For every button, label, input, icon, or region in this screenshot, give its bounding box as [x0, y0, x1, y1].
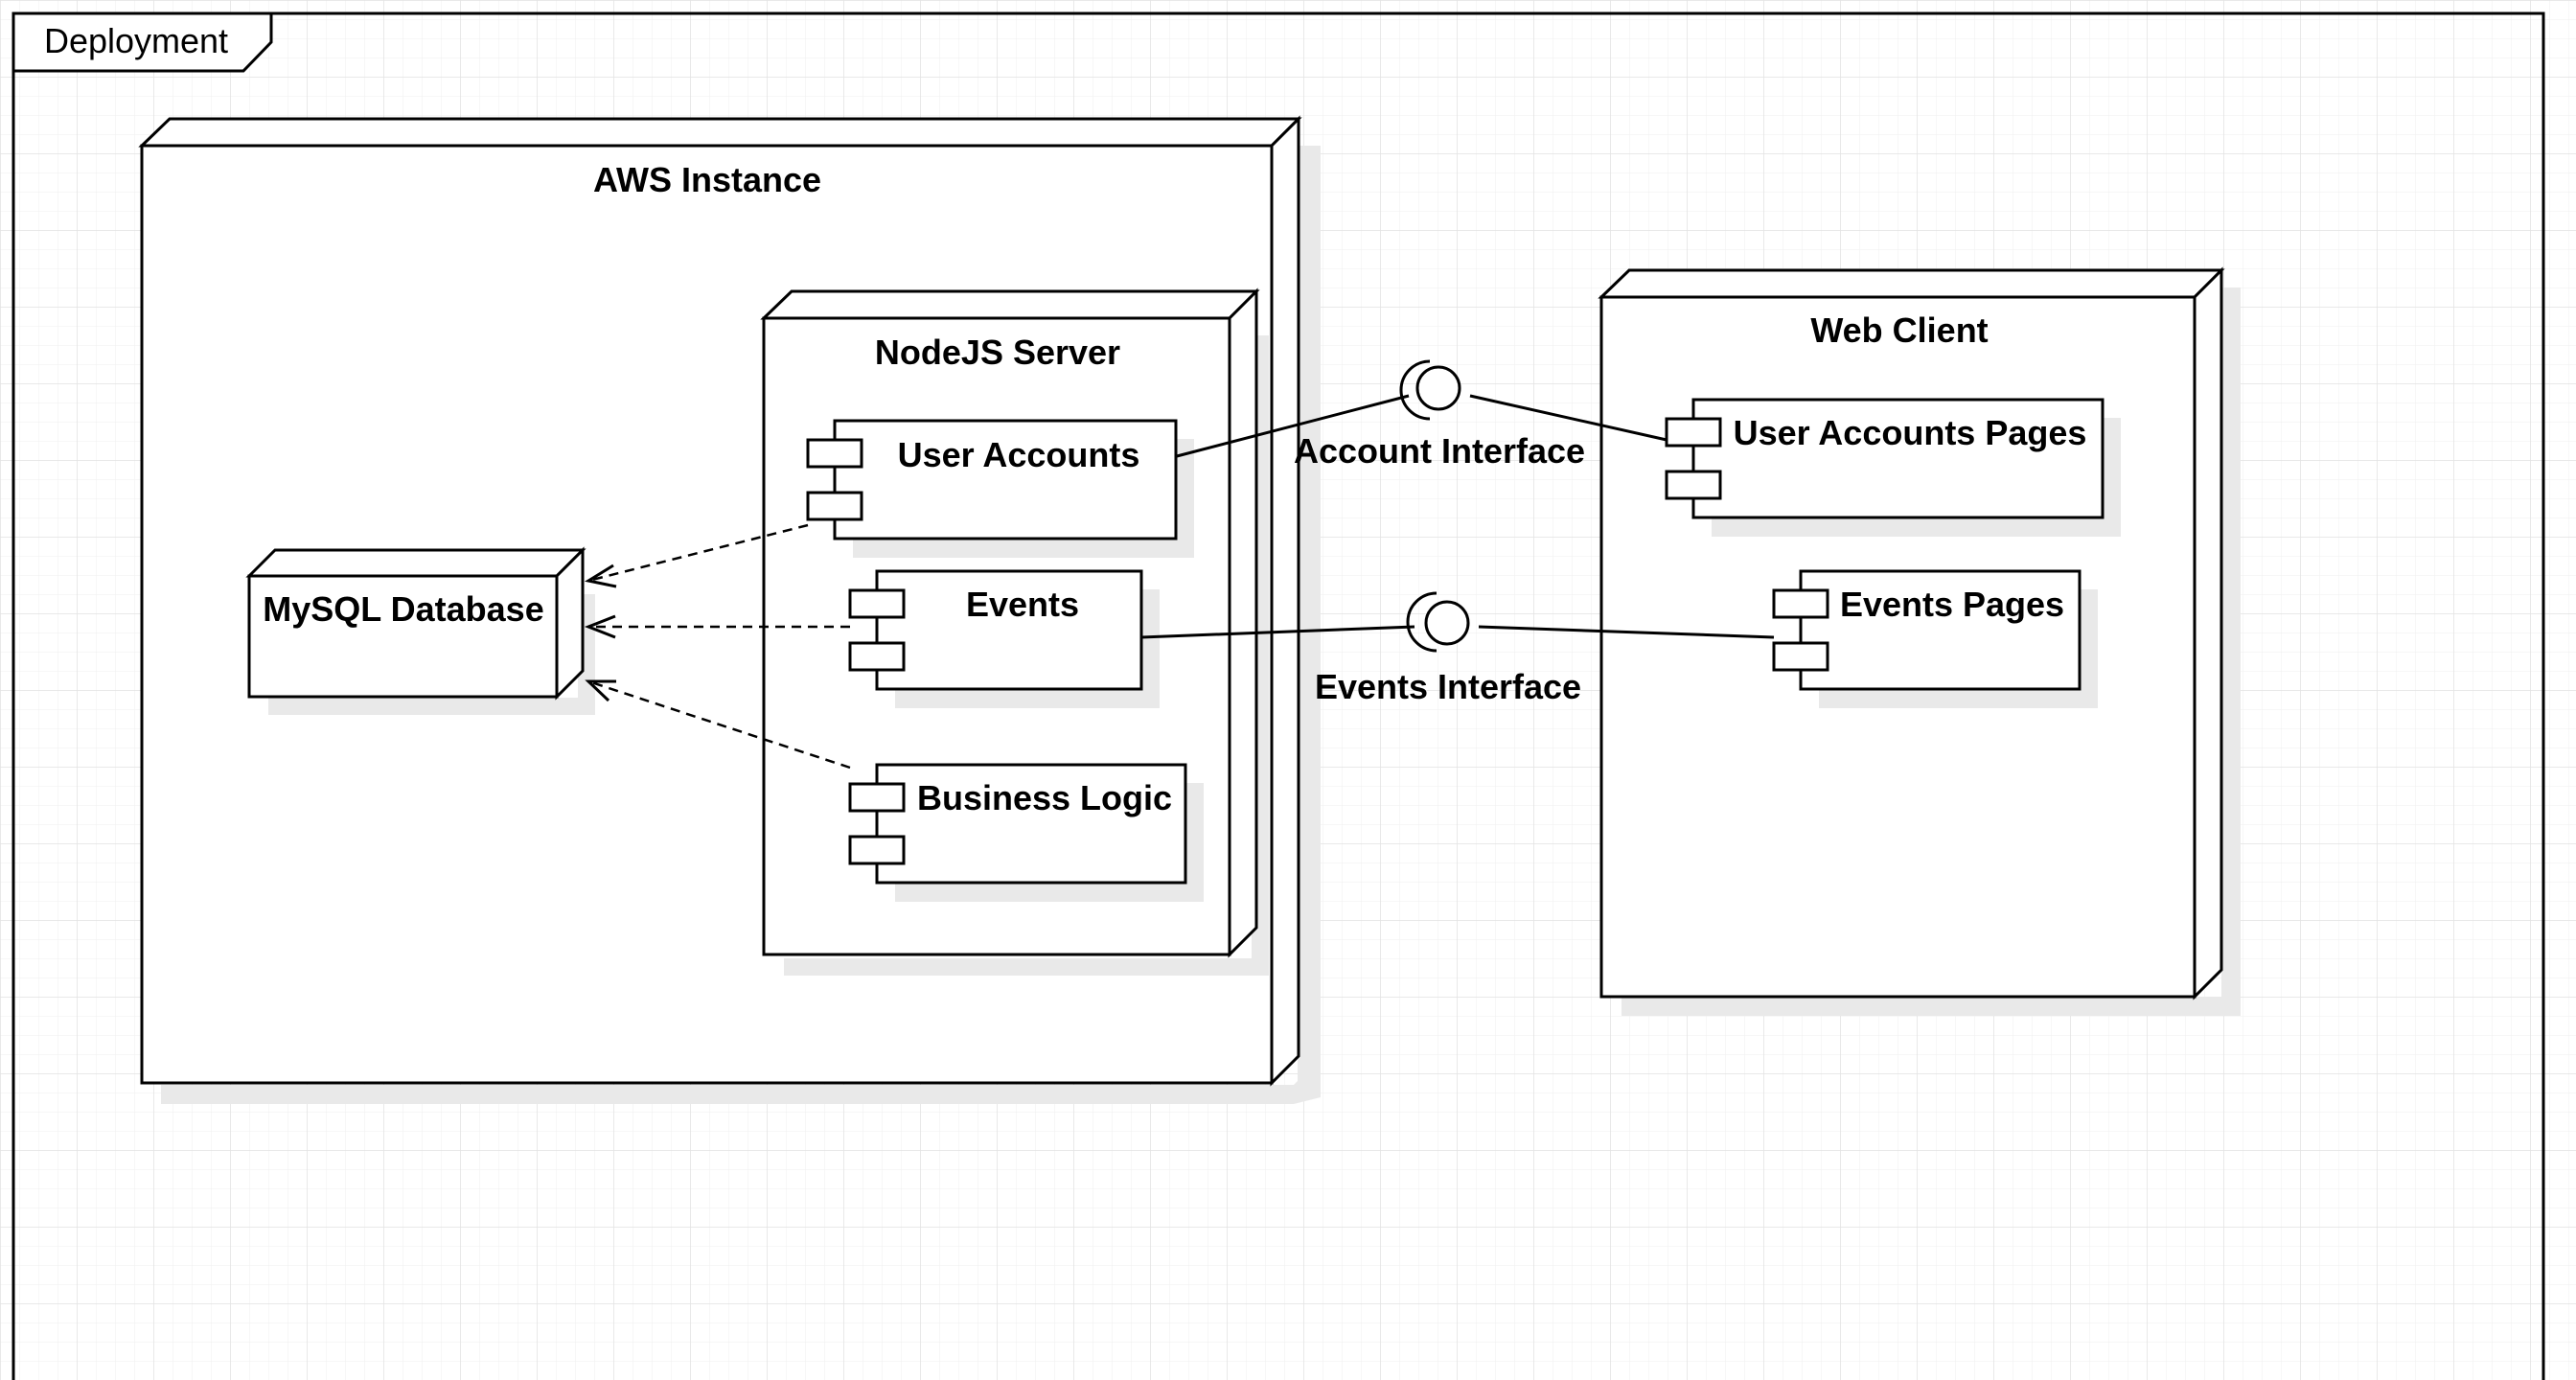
dependency-events-to-mysql[interactable] — [584, 614, 850, 639]
mysql-database-node[interactable]: MySQL Database — [245, 546, 595, 715]
component-events[interactable]: Events — [848, 569, 1160, 708]
user-accounts-label: User Accounts — [898, 435, 1140, 474]
component-events-pages[interactable]: Events Pages — [1772, 569, 2098, 708]
aws-instance-label: AWS Instance — [593, 160, 821, 199]
business-logic-label: Business Logic — [917, 778, 1172, 817]
dependency-business-logic-to-mysql[interactable] — [585, 679, 851, 770]
events-interface-label: Events Interface — [1315, 667, 1581, 706]
frame-label: Deployment — [44, 21, 228, 60]
user-accounts-pages-label: User Accounts Pages — [1734, 413, 2087, 452]
nodejs-server-label: NodeJS Server — [875, 333, 1120, 372]
deployment-frame: Deployment — [12, 12, 2545, 1380]
events-pages-label: Events Pages — [1840, 585, 2064, 624]
events-label: Events — [966, 585, 1079, 624]
dependency-user-accounts-to-mysql[interactable] — [584, 523, 809, 588]
component-user-accounts[interactable]: User Accounts — [806, 419, 1194, 558]
account-interface[interactable]: Account Interface — [1176, 359, 1668, 471]
web-client-label: Web Client — [1810, 310, 1988, 350]
component-user-accounts-pages[interactable]: User Accounts Pages — [1665, 398, 2121, 537]
mysql-database-label: MySQL Database — [263, 589, 543, 629]
events-interface[interactable]: Events Interface — [1140, 591, 1775, 706]
component-business-logic[interactable]: Business Logic — [848, 763, 1204, 902]
account-interface-label: Account Interface — [1294, 431, 1585, 471]
